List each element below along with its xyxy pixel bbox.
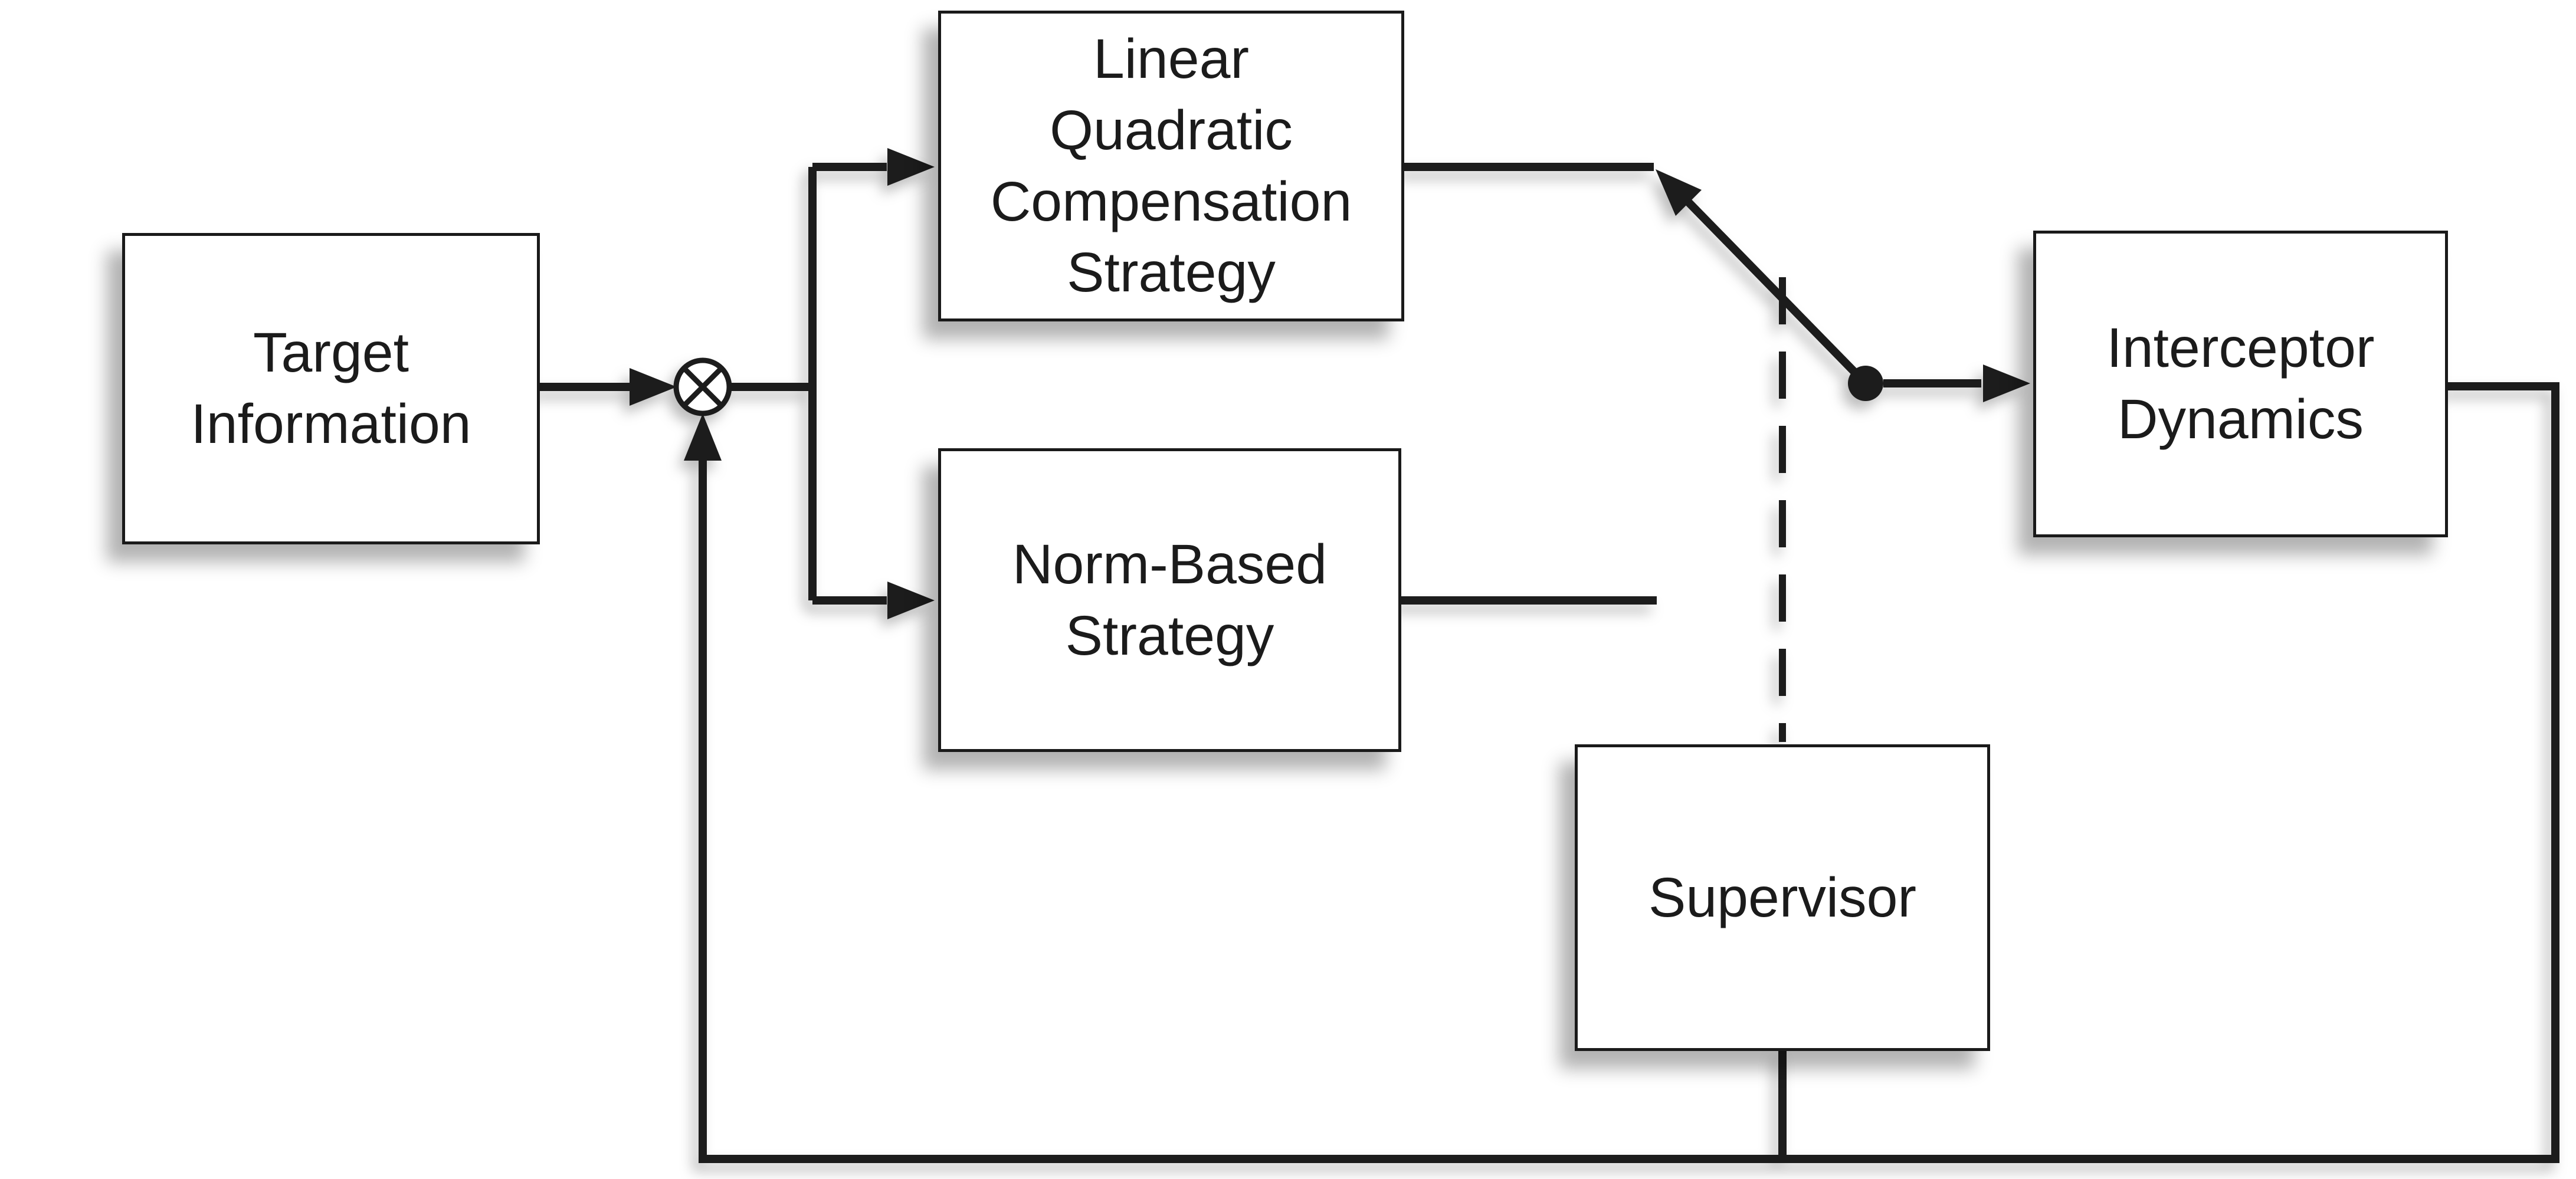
- arrowhead-into-interceptor-icon: [1983, 364, 2030, 402]
- block-label-line: Information: [191, 393, 471, 455]
- block-label-line: Strategy: [1065, 604, 1274, 667]
- block-label-line: Linear: [1093, 28, 1250, 91]
- block-label-line: Target: [253, 321, 409, 385]
- switch-arm: [1683, 197, 1869, 386]
- block-label-line: Quadratic: [1050, 98, 1293, 162]
- block-interceptor-dynamics: Interceptor Dynamics: [2033, 231, 2448, 537]
- arrowhead-into-junction-icon: [630, 368, 677, 406]
- summing-junction-cross-icon: [682, 366, 723, 408]
- connector-junction-branch: [729, 163, 887, 605]
- arrowhead-feedback-into-junction-icon: [684, 413, 722, 461]
- arrowhead-into-lqc-icon: [887, 148, 935, 186]
- block-label-line: Strategy: [1067, 241, 1276, 304]
- arrowhead-into-norm-icon: [887, 582, 935, 619]
- block-linear-quadratic-compensation-strategy: Linear Quadratic Compensation Strategy: [938, 11, 1404, 321]
- block-label-line: Compensation: [990, 170, 1352, 233]
- block-norm-based-strategy: Norm-Based Strategy: [938, 448, 1401, 752]
- switch-pivot-dot-icon: [1848, 366, 1883, 401]
- block-label-line: Interceptor: [2106, 317, 2375, 380]
- block-supervisor: Supervisor: [1575, 744, 1990, 1051]
- switch-arm-arrowhead-icon: [1656, 169, 1702, 216]
- block-label-line: Norm-Based: [1012, 533, 1328, 596]
- block-label-line: Supervisor: [1648, 866, 1917, 929]
- feedback-loop-line: [699, 382, 2559, 1163]
- block-label-line: Dynamics: [2117, 388, 2364, 451]
- block-target-information: Target Information: [122, 233, 540, 544]
